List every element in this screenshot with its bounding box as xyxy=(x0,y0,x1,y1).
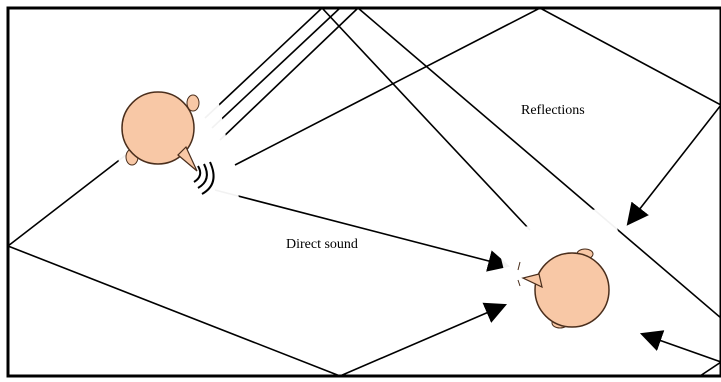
sound-waves-icon xyxy=(193,161,215,195)
ray-left-wall xyxy=(6,147,508,377)
ray-ceiling-left xyxy=(204,6,531,231)
direct-sound-ray xyxy=(214,189,511,272)
reflections-label: Reflections xyxy=(521,103,585,118)
speaker-ear-top xyxy=(186,94,200,112)
room-outline xyxy=(6,6,721,378)
listener-nose xyxy=(521,273,543,289)
direct-sound-label: Direct sound xyxy=(286,237,358,252)
ray-ceiling-right xyxy=(219,6,721,319)
listener-figure xyxy=(495,205,641,353)
listener-head xyxy=(534,252,610,328)
listener-ear-mark xyxy=(517,261,521,287)
ray-top-corner xyxy=(234,7,721,226)
ray-right-wall-lower xyxy=(639,330,721,377)
speaker-nose xyxy=(177,145,198,172)
speaker-head xyxy=(121,91,195,165)
ray-ceiling-left-2 xyxy=(211,7,341,129)
speaker-figure xyxy=(106,79,241,226)
